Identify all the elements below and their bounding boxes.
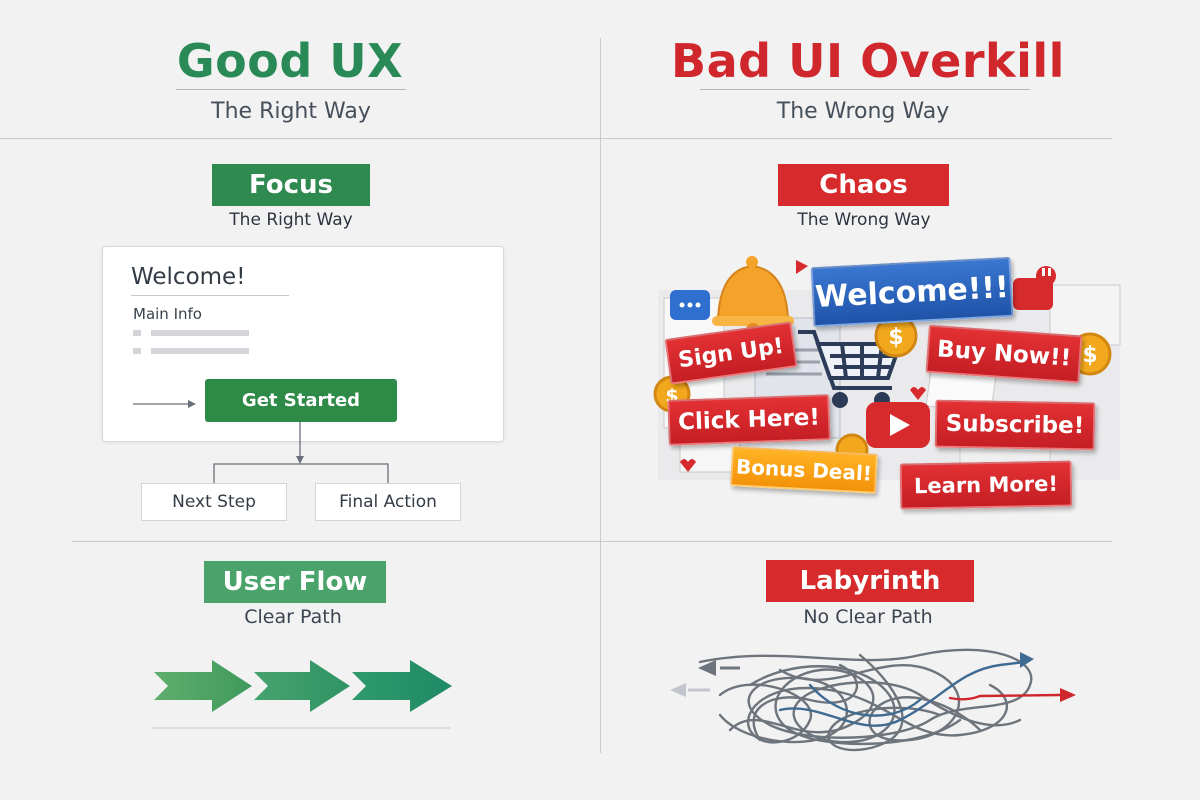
bad-ui-subtitle: The Wrong Way bbox=[776, 99, 950, 124]
good-title-rule bbox=[176, 89, 406, 90]
user-flow-caption: Clear Path bbox=[244, 606, 342, 628]
svg-text:$: $ bbox=[1082, 343, 1097, 368]
placeholder-line bbox=[151, 348, 249, 354]
clutter-triangle bbox=[796, 260, 808, 274]
header-divider bbox=[0, 138, 1112, 139]
exit-arrow-light bbox=[670, 683, 686, 697]
flow-arrow-2 bbox=[254, 660, 350, 712]
focus-caption: The Right Way bbox=[229, 210, 353, 230]
svg-text:$: $ bbox=[888, 325, 903, 350]
lead-arrow-head bbox=[188, 400, 196, 408]
next-step-button[interactable]: Next Step bbox=[141, 483, 287, 521]
placeholder-bullet bbox=[133, 348, 141, 354]
heart-icon bbox=[910, 387, 926, 400]
bad-ui-title: Bad UI Overkill bbox=[671, 34, 1065, 88]
bad-title-rule bbox=[700, 89, 1030, 90]
click-here-button[interactable]: Click Here! bbox=[667, 394, 831, 446]
labyrinth-badge: Labyrinth bbox=[766, 560, 974, 602]
bonus-deal-button[interactable]: Bonus Deal! bbox=[730, 446, 878, 494]
middle-divider bbox=[72, 541, 1112, 542]
labyrinth-tangle bbox=[670, 648, 1076, 752]
chaos-badge: Chaos bbox=[778, 164, 949, 206]
placeholder-line bbox=[151, 330, 249, 336]
placeholder-bullet bbox=[133, 330, 141, 336]
heart-icon bbox=[680, 459, 696, 472]
good-ux-title: Good UX bbox=[176, 34, 404, 88]
user-flow-badge: User Flow bbox=[204, 561, 386, 603]
chat-alert-icon bbox=[1013, 266, 1056, 310]
down-arrow-head bbox=[296, 456, 304, 464]
exit-arrow-gray bbox=[698, 660, 716, 676]
subscribe-button[interactable]: Subscribe! bbox=[934, 399, 1096, 451]
welcome-banner[interactable]: Welcome!!! bbox=[810, 256, 1014, 328]
flow-arrow-3 bbox=[352, 660, 452, 712]
learn-more-button[interactable]: Learn More! bbox=[899, 460, 1073, 510]
branch-connector bbox=[213, 463, 389, 483]
exit-arrow-blue bbox=[1020, 652, 1034, 668]
get-started-button[interactable]: Get Started bbox=[205, 379, 397, 422]
vertical-divider bbox=[600, 38, 601, 753]
cart-icon bbox=[798, 330, 903, 408]
blue-path bbox=[778, 660, 1027, 727]
exit-arrow-red bbox=[1060, 688, 1076, 702]
flow-arrow-1 bbox=[154, 660, 252, 712]
good-ux-subtitle: The Right Way bbox=[211, 99, 371, 124]
play-icon bbox=[866, 402, 930, 448]
labyrinth-caption: No Clear Path bbox=[803, 606, 933, 628]
final-action-button[interactable]: Final Action bbox=[315, 483, 461, 521]
card-heading-rule bbox=[131, 295, 289, 296]
user-flow-arrows bbox=[152, 660, 452, 729]
chaos-caption: The Wrong Way bbox=[797, 210, 931, 230]
focus-connectors bbox=[133, 400, 389, 483]
red-path bbox=[948, 693, 1062, 701]
focus-badge: Focus bbox=[212, 164, 370, 206]
card-main-info: Main Info bbox=[133, 305, 202, 323]
card-welcome-heading: Welcome! bbox=[131, 264, 246, 290]
blue-path bbox=[808, 683, 922, 717]
